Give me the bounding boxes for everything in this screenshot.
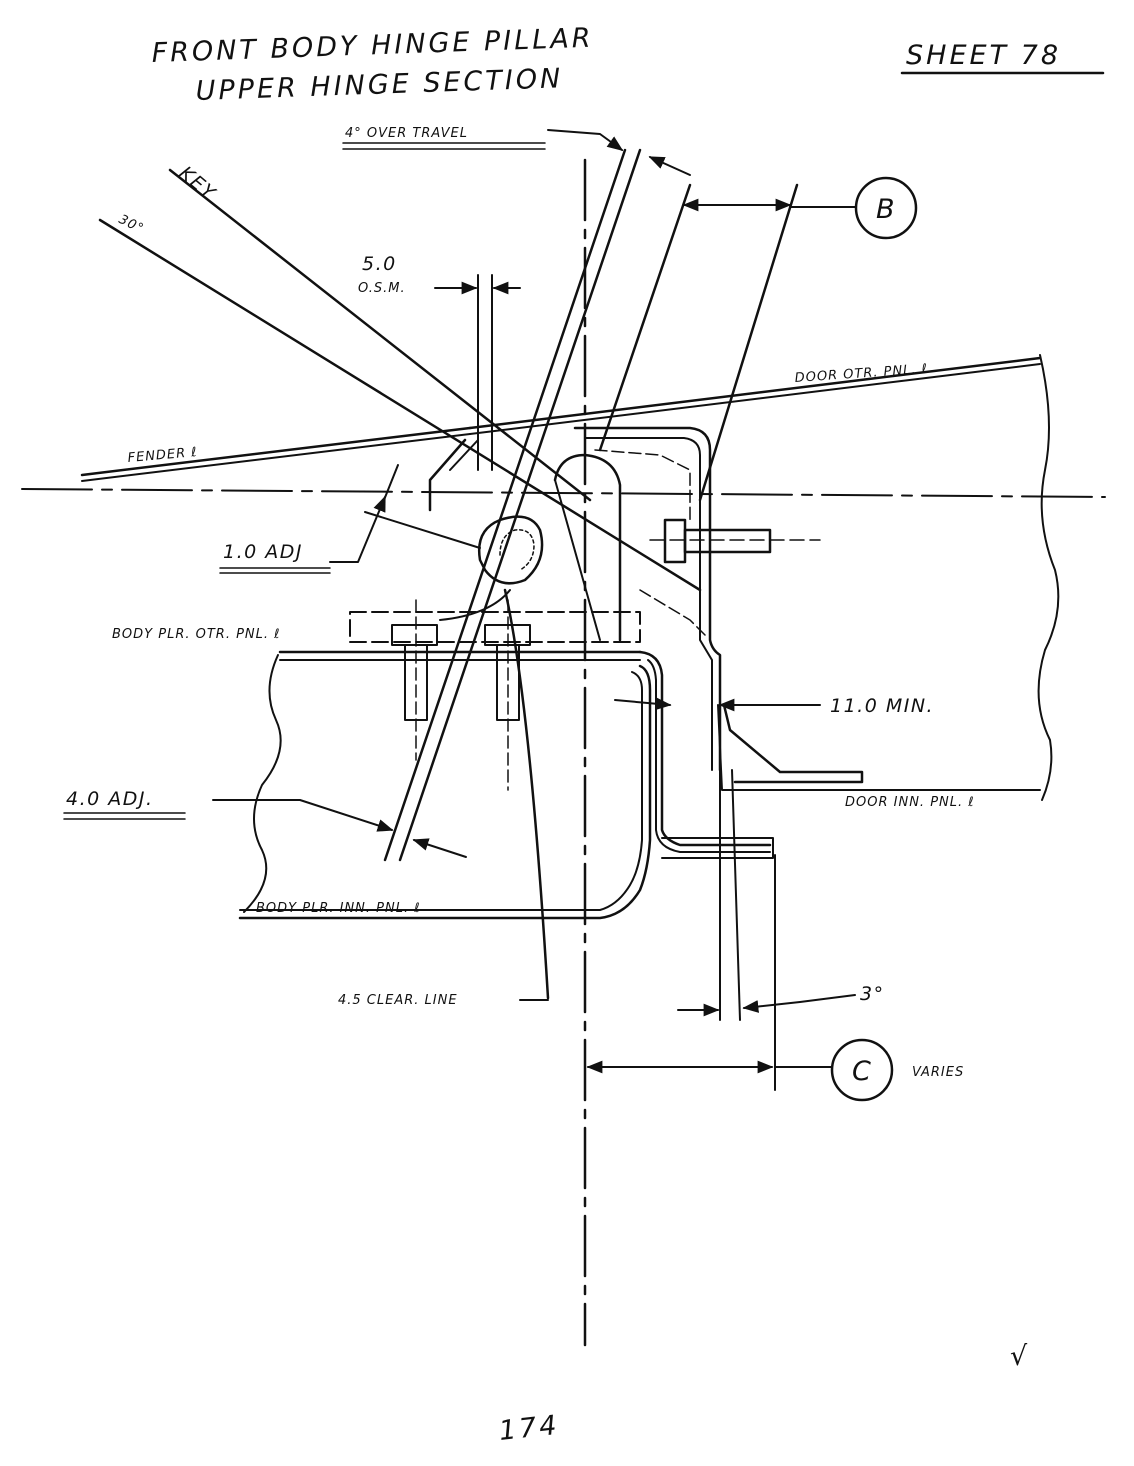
swing-line-1 xyxy=(383,148,627,862)
horizontal-centerline xyxy=(21,488,1106,498)
key-line xyxy=(168,168,592,502)
sheet-label: SHEET 78 xyxy=(906,40,1061,71)
adj-4-leader xyxy=(212,799,394,832)
hinge-pin-arm-2 xyxy=(449,439,479,471)
min-11-label: 11.0 MIN. xyxy=(830,695,934,717)
right-bolt-shank xyxy=(683,528,772,554)
over-travel-label: 4° OVER TRAVEL xyxy=(345,126,468,141)
pillar-section-outer-2 xyxy=(647,659,771,853)
door-outer-panel-line-1 xyxy=(468,356,1042,430)
hinge-outer-panel-inner xyxy=(584,437,713,771)
over-travel-arrow-right xyxy=(648,156,691,176)
pillar-section-inner xyxy=(238,664,652,920)
adj-1-label: 1.0 ADJ xyxy=(223,541,303,563)
min-11-arrow-left xyxy=(614,697,672,711)
check-mark: √ xyxy=(1010,1341,1030,1372)
hinge-knuckle xyxy=(553,453,622,642)
hinge-pin-loop-inner xyxy=(499,529,535,571)
door-inner-panel-1 xyxy=(722,703,864,784)
door-outer-panel-line-2 xyxy=(469,363,1041,435)
swing-line-3 xyxy=(598,183,692,452)
right-bolt-head xyxy=(663,518,687,564)
door-inner-panel-label: DOOR INN. PNL. ℓ xyxy=(845,795,975,810)
fender-line-2 xyxy=(81,433,471,482)
hinge-pin-arm xyxy=(428,438,467,512)
hinge-dashed-strap xyxy=(594,449,691,521)
fender-line-1 xyxy=(80,426,472,477)
hinge-pin-loop xyxy=(477,515,544,585)
adj-1-ext xyxy=(381,464,399,506)
key-label: KEY xyxy=(175,162,220,205)
swing-line-2 xyxy=(398,148,642,862)
callout-c-circle xyxy=(830,1038,894,1102)
page-number: 174 xyxy=(497,1410,560,1447)
deg-3-ext-2 xyxy=(731,769,741,1021)
door-right-break xyxy=(1037,354,1060,801)
title-line-2: UPPER HINGE SECTION xyxy=(195,63,564,107)
callout-b-circle xyxy=(854,176,918,240)
adj-1-leader xyxy=(329,495,386,563)
hinge-outer-panel xyxy=(573,426,722,772)
deg-3-leader xyxy=(742,994,856,1013)
adj-4-arrow xyxy=(412,838,467,858)
title-line-1: FRONT BODY HINGE PILLAR xyxy=(151,23,594,69)
hinge-dashed-strap-2 xyxy=(639,589,706,636)
door-inner-panel-2 xyxy=(717,704,1041,791)
callout-b-letter: B xyxy=(876,194,898,225)
body-pillar-outer-label: BODY PLR. OTR. PNL. ℓ xyxy=(112,627,281,642)
adj-4-label: 4.0 ADJ. xyxy=(66,788,154,810)
pillar-left-break xyxy=(243,654,282,913)
hinge-knuckle-inner xyxy=(554,479,601,641)
clear-line xyxy=(503,588,550,1000)
angle-30-line xyxy=(98,218,702,592)
clear-line-label: 4.5 CLEAR. LINE xyxy=(338,993,458,1008)
callout-c-letter: C xyxy=(852,1056,874,1087)
over-travel-leader xyxy=(547,129,624,151)
varies-label: VARIES xyxy=(912,1065,964,1080)
body-pillar-inner-label: BODY PLR. INN. PNL. ℓ xyxy=(256,901,421,916)
swing-line-4 xyxy=(698,183,799,502)
pillar-section-outer xyxy=(638,650,772,847)
osm-unit: O.S.M. xyxy=(358,281,406,296)
pillar-section-inner-2 xyxy=(239,671,643,911)
deg-3-label: 3° xyxy=(860,983,885,1005)
fender-label: FENDER ℓ xyxy=(127,445,198,466)
osm-value: 5.0 xyxy=(362,253,397,275)
pillar-plate-dashed xyxy=(349,611,641,643)
adj-1-arrow xyxy=(364,511,481,549)
pillar-flange xyxy=(661,837,774,859)
